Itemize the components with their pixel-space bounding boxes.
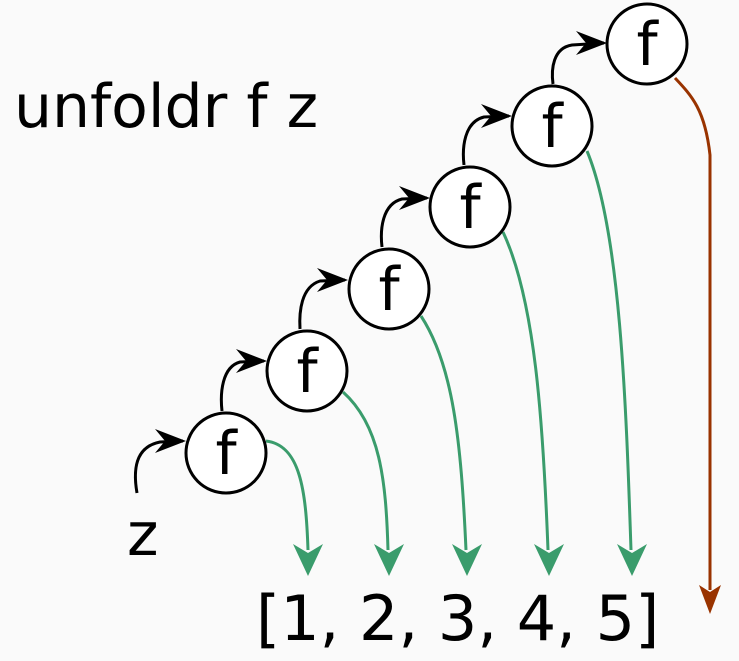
node-label: f — [459, 173, 482, 243]
node-label: f — [541, 92, 564, 162]
node-4: f — [510, 84, 594, 168]
output-arrowhead-2 — [374, 544, 404, 576]
output-arrow-1 — [265, 439, 310, 551]
node-1: f — [265, 329, 349, 413]
node-label: f — [636, 10, 659, 80]
node-2: f — [347, 247, 431, 331]
chain-arrowhead-0 — [155, 429, 186, 453]
output-arrow-3 — [419, 315, 468, 551]
chain-arrows — [133, 41, 605, 494]
node-label: f — [378, 255, 401, 325]
output-arrow-2 — [342, 390, 390, 551]
chain-arrow-0 — [133, 439, 184, 494]
node-5: f — [605, 2, 689, 86]
seed-label: z — [127, 500, 159, 570]
chain-arrowhead-5 — [576, 31, 607, 55]
output-arrow-4 — [501, 231, 550, 551]
chain-arrowhead-3 — [399, 186, 430, 210]
result-list: [1, 2, 3, 4, 5] — [256, 582, 659, 655]
chain-arrow-5 — [550, 41, 605, 85]
output-arrowhead-5 — [617, 544, 647, 576]
output-arrows — [265, 150, 633, 551]
chain-arrow-4 — [461, 114, 510, 166]
terminate-arrowhead — [699, 585, 721, 614]
output-arrowheads — [293, 544, 647, 576]
node-label: f — [296, 337, 319, 407]
terminate-arrow — [673, 76, 712, 590]
output-arrow-5 — [585, 150, 633, 551]
chain-arrow-1 — [219, 359, 265, 412]
chain-arrowhead-1 — [236, 349, 267, 373]
output-arrowhead-1 — [293, 544, 323, 576]
chain-arrow-2 — [298, 278, 346, 330]
chain-arrowhead-4 — [481, 104, 512, 128]
node-0: f — [184, 411, 268, 495]
chain-arrowhead-2 — [317, 268, 348, 292]
diagram-title: unfoldr f z — [14, 72, 318, 142]
node-3: f — [428, 165, 512, 249]
chain-arrowheads — [155, 31, 607, 453]
chain-arrow-3 — [379, 196, 428, 248]
output-arrowhead-4 — [534, 544, 564, 576]
output-arrowhead-3 — [452, 544, 482, 576]
node-label: f — [215, 419, 238, 489]
